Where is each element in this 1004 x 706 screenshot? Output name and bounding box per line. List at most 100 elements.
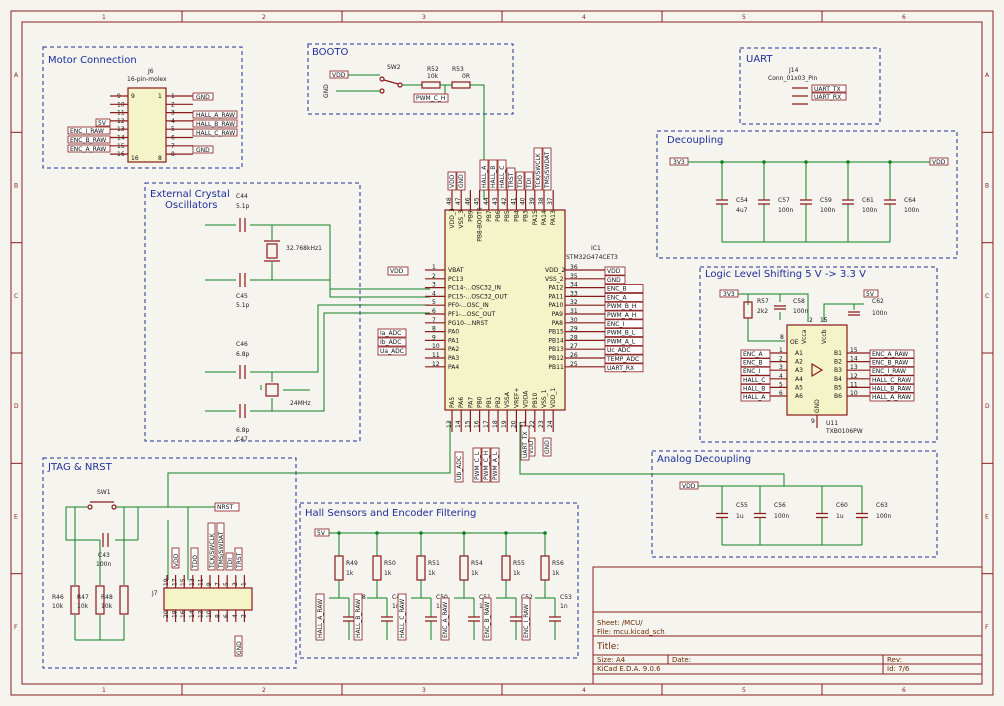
mcu-bottom-net-6: GND [544,440,551,454]
mcu-bottom-label-13: PA5 [449,397,456,408]
u11-label-A3: A3 [795,367,803,374]
c58-ref: C58 [793,298,805,305]
title-block [592,566,983,685]
mcu-pin-label-34: PA12 [548,285,563,292]
tb-size: Size: A4 [597,656,626,664]
jtag-res-ref-R46: R46 [52,594,64,601]
dec-cap-C57-plates [758,199,770,205]
mcu-pin-num-33: 33 [570,290,578,297]
u11-pin-11: 11 [850,381,858,388]
mcu-right-net-10: TEMP_ADC [606,356,639,363]
mcu-left-net-ua-box [377,346,407,356]
dec-cap-ref-C61: C61 [862,197,874,204]
uart-tx: UART_TX [814,86,841,93]
hall-res-ref-R55: R55 [513,560,525,567]
hall-net-3-box [440,597,450,641]
mcu-top-label-40: PB3 [523,210,530,222]
hall-res-R50 [372,555,382,581]
motor-section-box [42,46,243,169]
mcu-top-label-38: PA14 [541,210,548,225]
u11-right-net-1: ENC_B_RAW [872,360,908,367]
net-enc-a-raw: ENC_A_RAW [70,146,106,153]
hall-wire-2 [411,533,431,599]
mcu-pin-num-32: 32 [570,299,578,306]
grid-col-top-4: 4 [582,14,586,21]
r52-val: 10k [427,73,439,80]
mcu-top-num-42: 42 [501,197,508,205]
mcu-pin-num-30: 30 [570,317,578,324]
mcu-pins: VBAT1PC132PC14-...OSC32_IN3PC15-...OSC32… [377,147,644,483]
grid-row-left-B: B [14,183,18,190]
dec-cap-ref-C54: C54 [736,197,748,204]
jtag-gnd: GND [236,641,243,655]
tb-date: Date: [672,656,691,664]
mcu-right-net-8-box [604,336,644,346]
jtag-trst: TRST [236,552,243,569]
grid-row-right-D: D [985,403,990,410]
mcu-pin-num-28: 28 [570,334,578,341]
hall-res-val-R55: 1k [513,570,521,577]
c44-val: 5.1p [236,203,250,210]
mcu-left-net-ia-box [377,328,407,338]
u11-pin-12: 12 [850,373,858,380]
hall-dot-0 [337,531,341,535]
hall-net-0-box [315,593,325,641]
u11-right-net-3: HALL_C_RAW [872,377,911,384]
hall-cap-ref-C50: C50 [436,594,448,601]
mcu-left-net-vdd-box [387,266,409,276]
mcu-top-net-2-box [479,159,489,191]
sw1-ref: SW1 [97,489,111,496]
mcu-bottom-label-17: PB1 [486,396,493,408]
mcu-top-num-47: 47 [455,197,462,205]
mcu-top-net-0: VDD [449,174,456,188]
mcu-pin-label-29: PB15 [548,329,564,336]
u11-left-net-0: ENC_A [743,351,763,358]
c44-ref: C44 [236,193,248,200]
hall-res-R55 [501,555,511,581]
mcu-bottom-label-24: VDD_1 [550,388,557,408]
mcu-top-num-46: 46 [464,197,471,205]
dec-cap-ref-C57: C57 [778,197,790,204]
mcu-right-net-7-box [604,328,644,338]
mcu-top-net-9: TMS/SWDAT [544,151,551,189]
grid-col-top-2: 2 [262,14,266,21]
u11-left-net-2: ENC_I [743,368,760,375]
boot-net: PWM_C_H [416,95,445,102]
hall-wire-4 [496,533,516,599]
mcu-pin-label-26: PB12 [548,355,564,362]
hall-net-5-box [521,597,531,641]
hall-cap-val-C50: 1n [436,603,444,610]
j6-inner-top-right: 1 [158,93,162,100]
boot-section-box [307,43,514,115]
tb-file: File: mcu.kicad_sch [597,628,665,636]
mcu-right-net-6: ENC_I [607,321,624,328]
grid-col-bot-3: 3 [422,687,426,694]
u11-pin-3: 3 [779,364,783,371]
mcu-right-net-11: UART_RX [607,365,634,372]
mcu-right-net-8: PWM_A_L [607,338,636,345]
analog-section-title: Analog Decoupling [657,454,751,465]
grid-col-bot-4: 4 [582,687,586,694]
hall-cap-ref-C51: C51 [479,594,491,601]
net-gnd-1: GND [196,94,210,101]
mcu-bottom-num-24: 24 [547,420,554,428]
u11-left-net-4: HALL_B [743,385,765,392]
hall-dot-1 [375,531,379,535]
net-gnd-2: GND [196,147,210,154]
jtag-section-box [42,457,297,669]
u11-right-net-3-box [869,375,915,385]
mcu-bottom-net-0-box [454,451,464,483]
u11-vccb: Vccb [821,329,828,344]
mcu-top-net-2: HALL_A [481,165,488,188]
u11-gnd: GND [814,399,821,413]
hall-res-val-R51: 1k [428,570,436,577]
ls-5v: 5V [866,291,875,298]
analog-vdd: VDD [682,483,696,490]
u11-label-A5: A5 [795,384,803,391]
mcu-left-net-ua: Ua_ADC [380,348,404,355]
mcu-top-num-39: 39 [529,197,536,205]
mcu-bottom-num-16: 16 [474,420,481,428]
